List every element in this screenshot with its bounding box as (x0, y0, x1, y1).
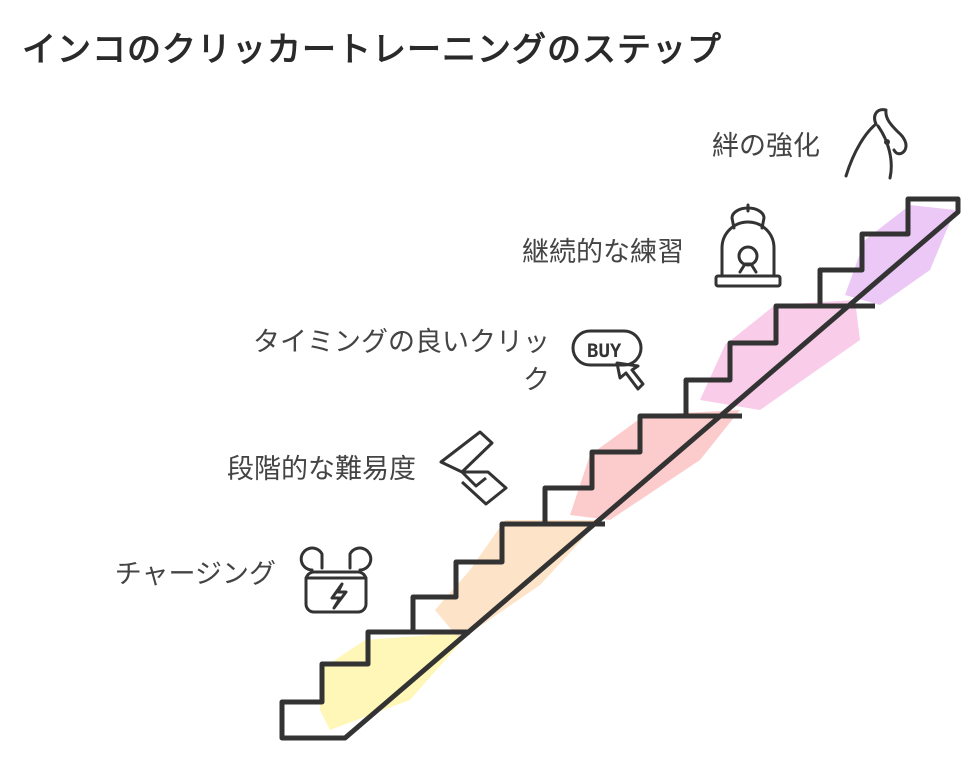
cockatoo-icon (844, 108, 908, 180)
step-wash-5 (845, 205, 955, 305)
tread-lines (368, 303, 875, 635)
flutter-logo-icon (439, 430, 508, 506)
step-label-gradual-difficulty: 段階的な難易度 (227, 454, 416, 485)
step-label-charging: チャージング (114, 559, 276, 590)
buy-icon-text: BUY (587, 340, 622, 362)
step-wash-3 (570, 410, 740, 520)
step-wash-2 (435, 520, 600, 640)
staircase-outline (279, 196, 961, 741)
page-title: インコのクリッカートレーニングのステップ (22, 30, 722, 70)
step-label-bond-strengthening: 絆の強化 (712, 131, 820, 162)
step-wash-1 (320, 632, 470, 730)
step-label-continuous-practice: 継続的な練習 (522, 237, 684, 268)
charging-earbuds-icon (299, 546, 373, 614)
birdcage-icon (714, 203, 782, 288)
step-label-timely-click: タイミングの良いクリック (253, 327, 550, 396)
buy-click-icon (571, 329, 645, 391)
